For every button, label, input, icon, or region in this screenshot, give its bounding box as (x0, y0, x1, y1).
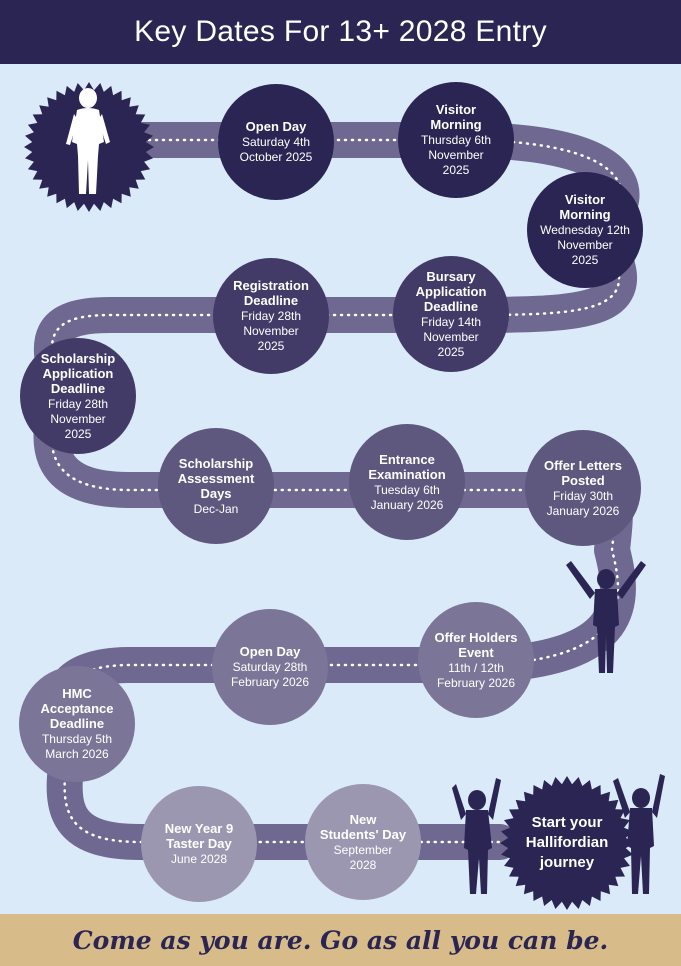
event-open-day-oct: Open Day Saturday 4th October 2025 (218, 84, 334, 200)
page-title: Key Dates For 13+ 2028 Entry (0, 0, 681, 64)
event-date: June 2028 (170, 852, 228, 866)
event-date: Wednesday 12th November 2025 (540, 223, 630, 267)
event-title: Bursary Application Deadline (415, 268, 487, 314)
final-badge: Start your Hallifordian journey (500, 776, 634, 910)
event-title: Open Day (239, 644, 301, 659)
event-date: 11th / 12th February 2026 (436, 660, 516, 690)
event-visitor-morning-6-nov: Visitor Morning Thursday 6th November 20… (398, 82, 514, 198)
tagline: Come as you are. Go as all you can be. (0, 914, 681, 966)
event-open-day-feb: Open Day Saturday 28th February 2026 (212, 609, 328, 725)
event-title: Offer Holders Event (434, 629, 518, 660)
event-scholarship-assessment-days: Scholarship Assessment Days Dec-Jan (158, 428, 274, 544)
event-date: Friday 28th November 2025 (240, 309, 302, 353)
event-scholarship-application-deadline: Scholarship Application Deadline Friday … (20, 338, 136, 454)
event-title: Entrance Examination (368, 451, 446, 482)
event-date: Dec-Jan (193, 501, 239, 516)
event-title: Open Day (245, 119, 307, 134)
final-text: Start your Hallifordian journey (525, 814, 609, 871)
event-hmc-acceptance-deadline: HMC Acceptance Deadline Thursday 5th Mar… (19, 666, 135, 782)
starburst-icon (500, 776, 634, 910)
event-offer-holders-event: Offer Holders Event 11th / 12th February… (418, 602, 534, 718)
event-title: Scholarship Assessment Days (177, 455, 255, 501)
event-date: September 2028 (333, 842, 393, 872)
child-cheering-icon (566, 561, 646, 673)
children-cheering-icon (452, 778, 501, 894)
event-registration-deadline: Registration Deadline Friday 28th Novemb… (213, 258, 329, 374)
event-title: New Year 9 Taster Day (164, 821, 234, 851)
event-date: Friday 14th November 2025 (420, 314, 482, 359)
event-new-year-9-taster-day: New Year 9 Taster Day June 2028 (141, 786, 257, 902)
event-bursary-deadline: Bursary Application Deadline Friday 14th… (393, 256, 509, 372)
event-title: Scholarship Application Deadline (40, 350, 116, 396)
event-date: Saturday 4th October 2025 (239, 135, 313, 164)
event-title: New Students' Day (319, 811, 407, 842)
child-arms-raised-icon (613, 774, 665, 894)
event-visitor-morning-12-nov: Visitor Morning Wednesday 12th November … (527, 172, 643, 288)
event-date: Saturday 28th February 2026 (230, 660, 310, 689)
event-title: Visitor Morning (430, 102, 482, 132)
event-title: HMC Acceptance Deadline (40, 686, 114, 731)
event-date: Tuesday 6th January 2026 (370, 482, 444, 512)
event-title: Offer Letters Posted (543, 457, 623, 488)
event-title: Registration Deadline (233, 278, 309, 308)
event-title: Visitor Morning (559, 192, 611, 222)
event-entrance-examination: Entrance Examination Tuesday 6th January… (349, 424, 465, 540)
event-new-students-day: New Students' Day September 2028 (305, 784, 421, 900)
child-walking-icon (66, 88, 110, 194)
event-date: Friday 28th November 2025 (47, 396, 109, 441)
event-date: Thursday 6th November 2025 (420, 133, 492, 177)
event-date: Thursday 5th March 2026 (41, 732, 113, 761)
starburst-shape (500, 776, 634, 910)
event-date: Friday 30th January 2026 (546, 488, 620, 518)
event-offer-letters-posted: Offer Letters Posted Friday 30th January… (525, 430, 641, 546)
